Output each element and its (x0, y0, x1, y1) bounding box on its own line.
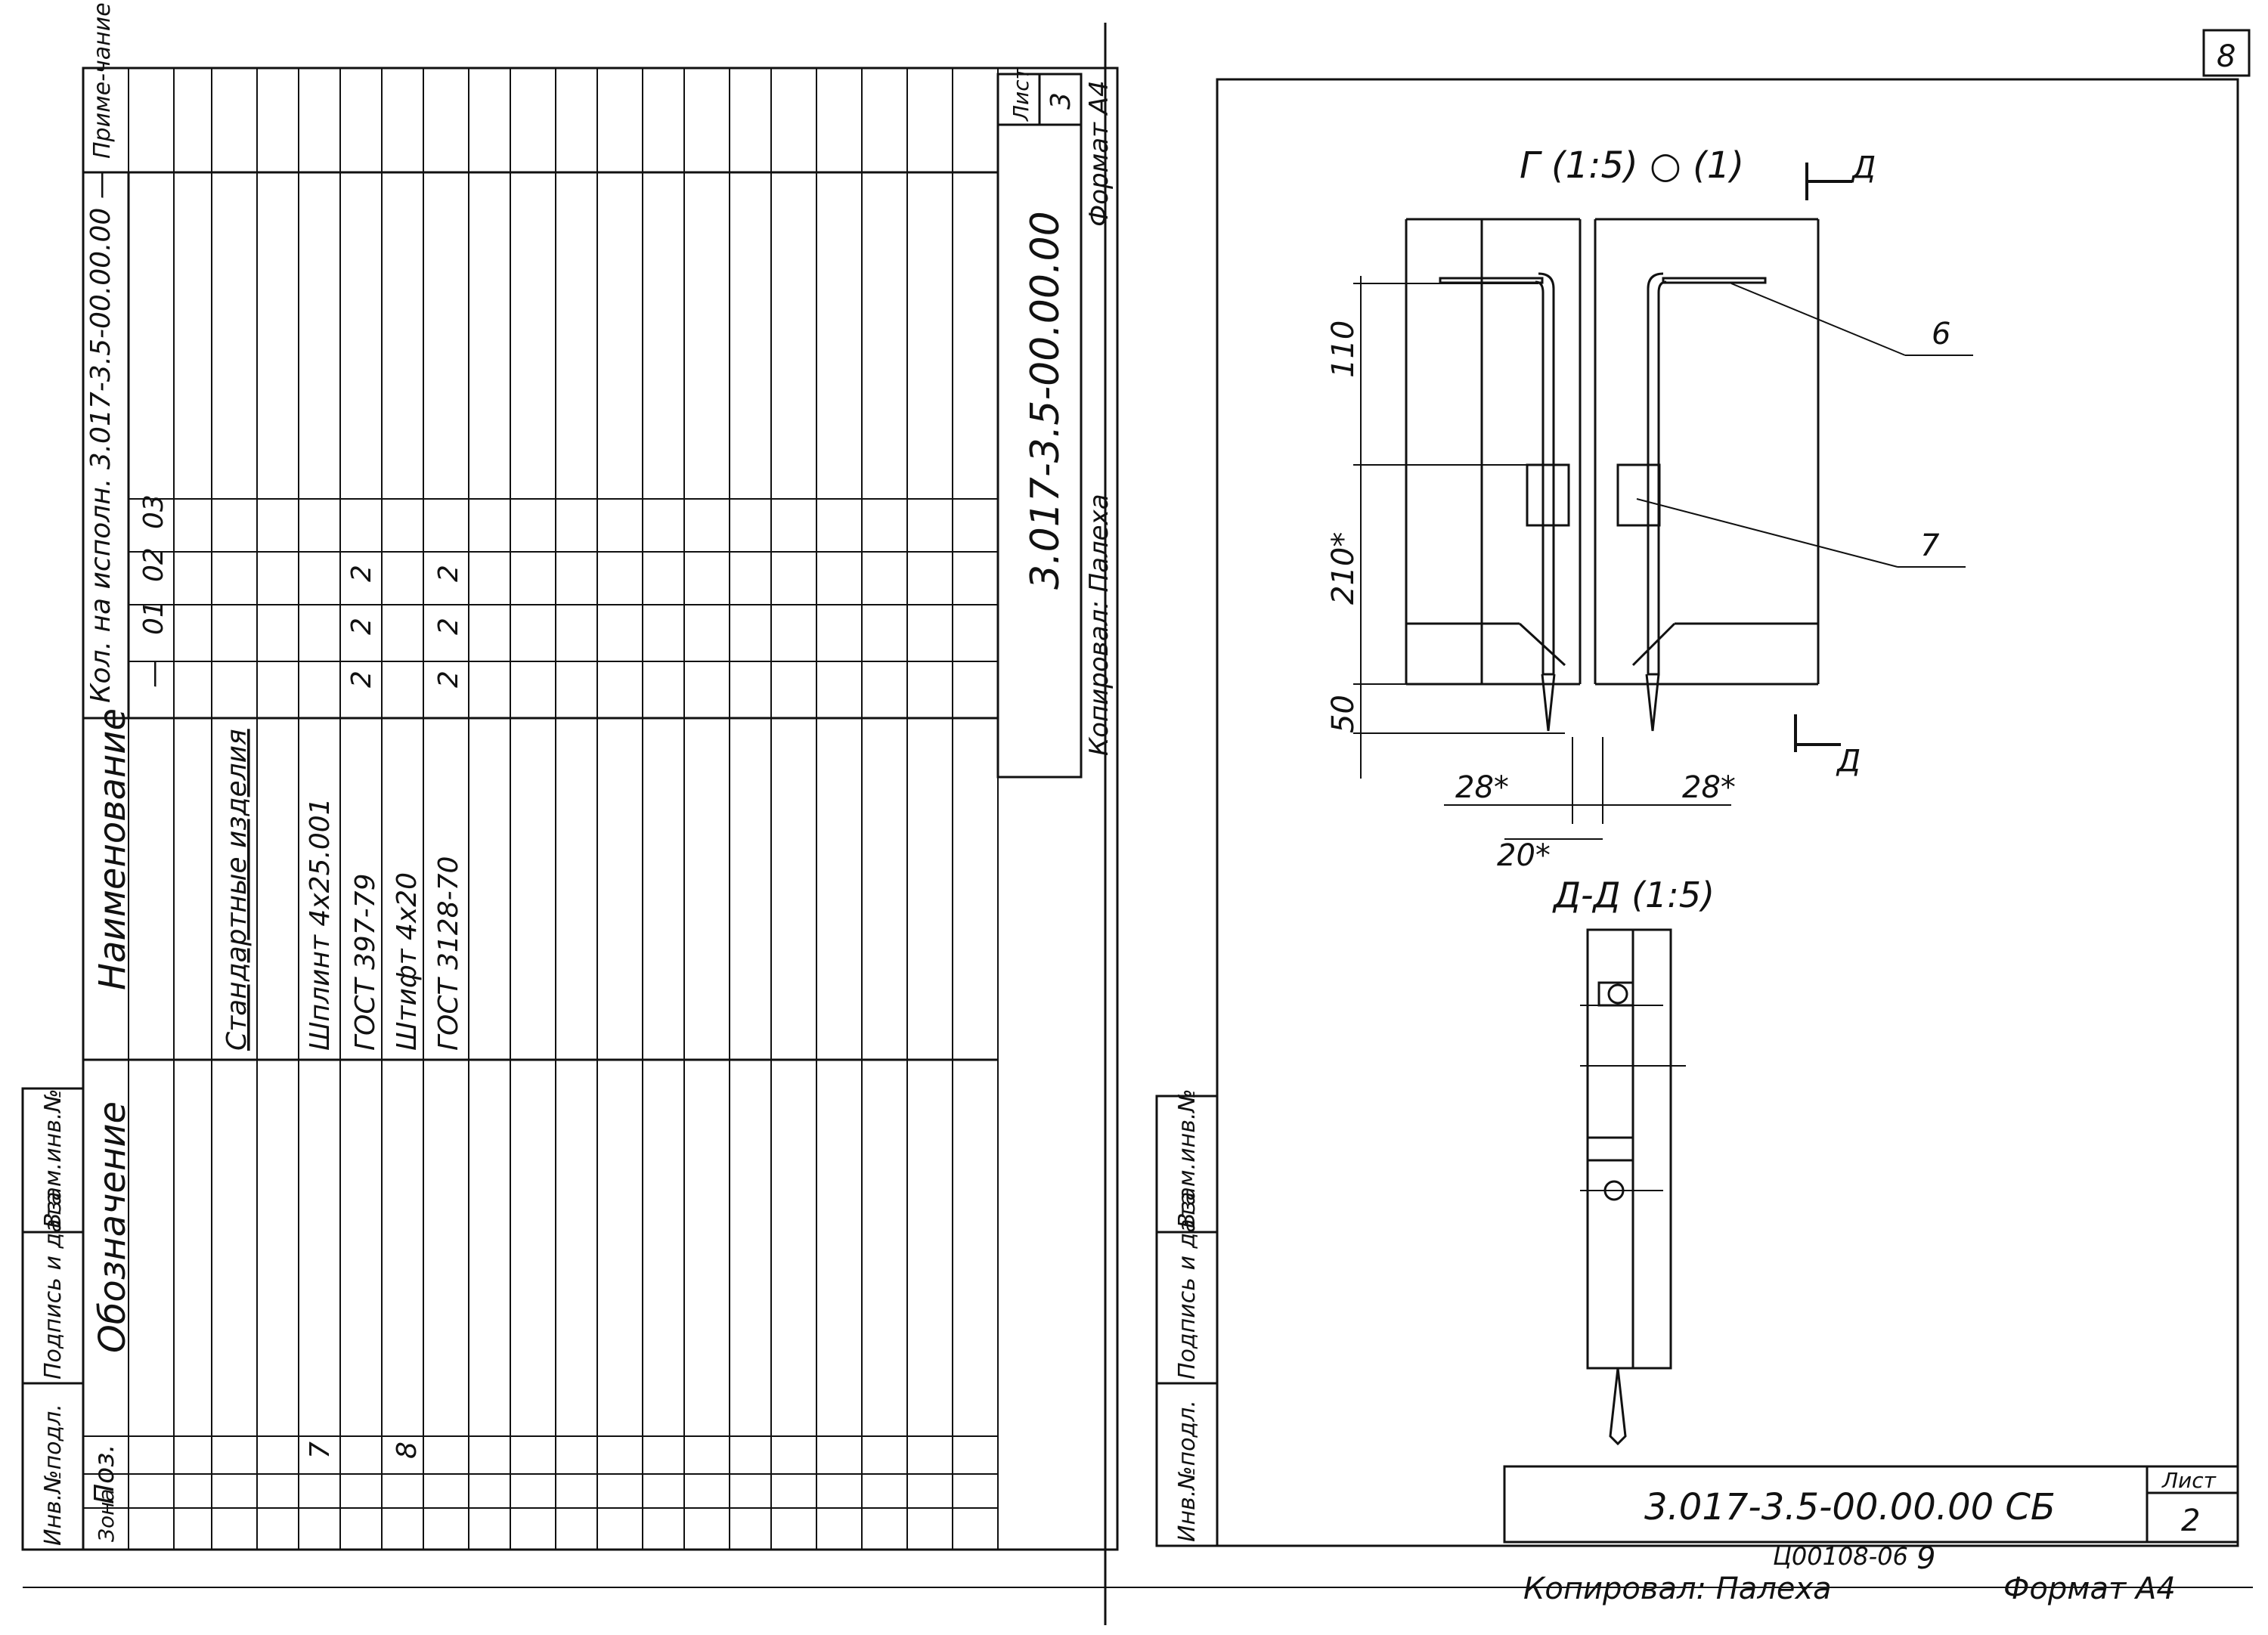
row-3-q1: 2 (433, 618, 464, 635)
left-stamp-1: Подпись и дата (40, 1192, 67, 1380)
row-3-q2: 2 (433, 565, 464, 582)
header-name: Наименование (91, 708, 134, 990)
footer-format: Формат А4 (2003, 1572, 2176, 1606)
header-pos: Поз. (89, 1444, 120, 1504)
dim-28a: 28* (1455, 770, 1509, 805)
row-3-q0: 2 (433, 670, 464, 688)
view-g (1353, 163, 1973, 840)
variant-3: 03 (138, 494, 169, 529)
variant-1: 01 (138, 600, 169, 635)
view-title: Г (1:5) ○ (1) (1520, 144, 1744, 187)
row-1-pos: 7 (305, 1441, 336, 1459)
right-stamp-1: Подпись и дата (1174, 1192, 1201, 1380)
dim-210: 210* (1326, 532, 1361, 605)
row-3-name: Штифт 4x20 (392, 872, 423, 1051)
row-0-name: Стандартные изделия (222, 729, 253, 1051)
section-dd (1580, 928, 1686, 1446)
page-number: 8 (2217, 39, 2235, 74)
left-copied: Копировал: Палеха (1084, 494, 1114, 756)
header-designation: Обозначение (91, 1101, 134, 1353)
row-2-name: ГОСТ 397-79 (350, 874, 381, 1051)
dim-28b: 28* (1682, 770, 1736, 805)
header-zone: Зона (94, 1488, 119, 1542)
row-1-q0: 2 (346, 670, 377, 688)
row-1-q2: 2 (346, 565, 377, 582)
variant-2: 02 (138, 547, 169, 582)
right-code: 3.017-3.5-00.00.00 СБ (1644, 1486, 2056, 1528)
left-code: 3.017-3.5-00.00.00 (1023, 211, 1068, 590)
dim-110: 110 (1326, 320, 1361, 378)
variant-0: — (138, 661, 169, 688)
section-title: Д-Д (1:5) (1552, 875, 1715, 915)
footer-copied: Копировал: Палеха (1523, 1572, 1832, 1606)
right-sheet-no: 2 (2181, 1503, 2200, 1538)
right-sheet-label: Лист (2161, 1468, 2217, 1493)
right-stamp-2: Взам.инв.№ (1174, 1088, 1201, 1228)
left-stamp-2: Взам.инв.№ (40, 1088, 67, 1228)
row-1-name: Шплинт 4x25.001 (305, 797, 336, 1051)
callout-7: 7 (1920, 528, 1940, 563)
left-sheet-no: 3 (1046, 92, 1077, 110)
dim-20: 20* (1497, 838, 1551, 873)
left-stamp-0: Инв.№подл. (40, 1404, 67, 1546)
row-1-q1: 2 (346, 618, 377, 635)
left-sheet-label: Лист (1009, 67, 1033, 122)
row-3-pos: 8 (392, 1441, 423, 1459)
header-note: Приме-чание (89, 2, 116, 159)
callout-6: 6 (1932, 317, 1950, 351)
header-qty: Кол. на исполн. 3.017-3.5-00.00.00 — (85, 172, 116, 703)
left-format: Формат А4 (1084, 80, 1114, 227)
footer-stamp: Ц00108-06 (1773, 1542, 1908, 1571)
section-mark-top: Д (1851, 150, 1876, 185)
row-4-name: ГОСТ 3128-70 (433, 856, 464, 1051)
section-mark-bottom: Д (1836, 744, 1861, 779)
footer-stamp-no: 9 (1916, 1541, 1935, 1576)
dim-50: 50 (1326, 695, 1361, 733)
right-stamp-0: Инв.№подл. (1174, 1400, 1201, 1542)
